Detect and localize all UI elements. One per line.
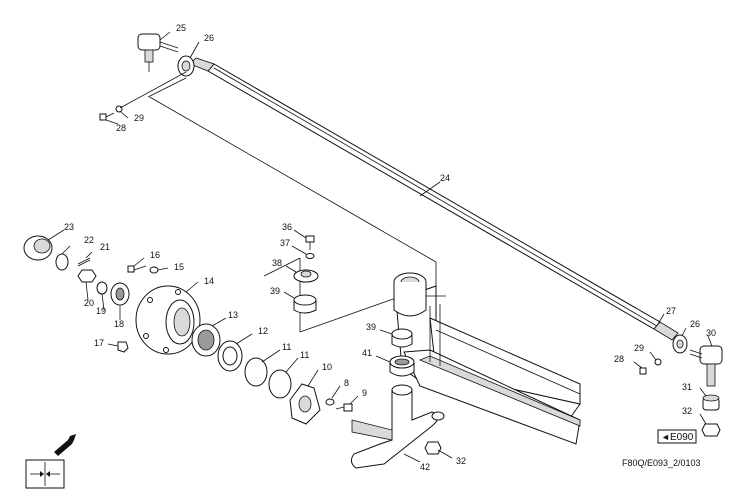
- nut-32-knuckle: [424, 441, 442, 455]
- callout-28-b: 28: [614, 354, 624, 364]
- bearing-41: [389, 355, 415, 377]
- dust-plate-10: [289, 383, 321, 425]
- washer-29-right: [654, 358, 662, 366]
- callout-32-b: 32: [682, 406, 692, 416]
- wheel-hub-14: [135, 285, 201, 355]
- axle-beam: [393, 272, 581, 445]
- bushing-39-upper: [293, 294, 317, 314]
- drawing-code: F80Q/E093_2/0103: [622, 458, 701, 468]
- callout-labels: 25 26 28 29 24 23 22 21 16 15 14 20 19 1…: [64, 23, 716, 472]
- boot-31: [702, 394, 720, 411]
- callout-11: 11: [282, 342, 291, 352]
- callout-24: 24: [440, 173, 450, 183]
- split-pin-21: [77, 257, 91, 267]
- inner-bearing-13: [191, 323, 221, 357]
- callout-12: 12: [258, 326, 268, 336]
- callout-32: 32: [456, 456, 466, 466]
- washer-19: [96, 281, 108, 295]
- washer-8: [325, 398, 335, 406]
- clamp-26-left: [177, 55, 195, 77]
- arrow-icon: [54, 434, 76, 456]
- callout-15: 15: [174, 262, 184, 272]
- callout-36: 36: [282, 222, 292, 232]
- callout-20: 20: [84, 298, 94, 308]
- wheel-bolt-16: [127, 265, 147, 273]
- callout-28: 28: [116, 123, 126, 133]
- nut-32-right: [701, 423, 721, 437]
- tie-rod-end-30: [689, 345, 723, 387]
- tie-rod-assembly: [99, 33, 723, 437]
- callout-19: 19: [96, 306, 106, 316]
- callout-42: 42: [420, 462, 430, 472]
- callout-17: 17: [94, 338, 104, 348]
- callout-27: 27: [666, 306, 676, 316]
- reference-arrow-icon: ◄: [661, 432, 670, 442]
- callout-21: 21: [100, 242, 110, 252]
- washer-37: [305, 253, 315, 259]
- hub-cap-23: [23, 235, 53, 261]
- reference-code: E090: [670, 432, 694, 443]
- callout-22: 22: [84, 235, 94, 245]
- callout-13: 13: [228, 310, 238, 320]
- callout-10: 10: [322, 362, 332, 372]
- bushing-39-lower: [391, 328, 413, 348]
- bolt-28-right: [639, 367, 647, 375]
- callout-8: 8: [344, 378, 349, 388]
- reference-box[interactable]: ◄ E090: [657, 429, 697, 444]
- callout-38: 38: [272, 258, 282, 268]
- seal-12: [217, 340, 243, 372]
- callout-16: 16: [150, 250, 160, 260]
- callout-26: 26: [204, 33, 214, 43]
- callout-29: 29: [134, 113, 144, 123]
- view-direction-symbol: [25, 459, 65, 489]
- callout-23: 23: [64, 222, 74, 232]
- outer-bearing-18: [110, 282, 130, 306]
- clamp-26-right: [672, 334, 688, 354]
- kingpin-bolt-36: [305, 235, 315, 250]
- callout-39-b: 39: [366, 322, 376, 332]
- bolt-9: [335, 403, 353, 412]
- washer-15: [149, 266, 159, 274]
- leader-lines: [47, 31, 713, 463]
- callout-31: 31: [682, 382, 692, 392]
- tie-rod-thread-right: [653, 321, 679, 341]
- washer-29-left: [115, 105, 123, 113]
- tie-rod-end-25: [137, 33, 179, 72]
- callout-25: 25: [176, 23, 186, 33]
- steering-knuckle-42: [350, 384, 445, 469]
- callout-41: 41: [362, 348, 372, 358]
- callout-11-b: 11: [300, 350, 309, 360]
- callout-9: 9: [362, 388, 367, 398]
- ring-11-a: [244, 357, 268, 387]
- tie-rod-thread-left: [189, 57, 215, 72]
- callout-14: 14: [204, 276, 214, 286]
- callout-26-b: 26: [690, 319, 700, 329]
- castle-nut-20: [77, 269, 97, 283]
- thrust-washer-38: [293, 269, 319, 283]
- callout-30: 30: [706, 328, 716, 338]
- bolt-28-left: [99, 112, 115, 121]
- gasket-22: [55, 253, 69, 271]
- callout-29-b: 29: [634, 343, 644, 353]
- ring-11-b: [268, 369, 292, 399]
- callout-39: 39: [270, 286, 280, 296]
- wheel-bolt-17: [117, 341, 129, 353]
- callout-18: 18: [114, 319, 124, 329]
- callout-37: 37: [280, 238, 290, 248]
